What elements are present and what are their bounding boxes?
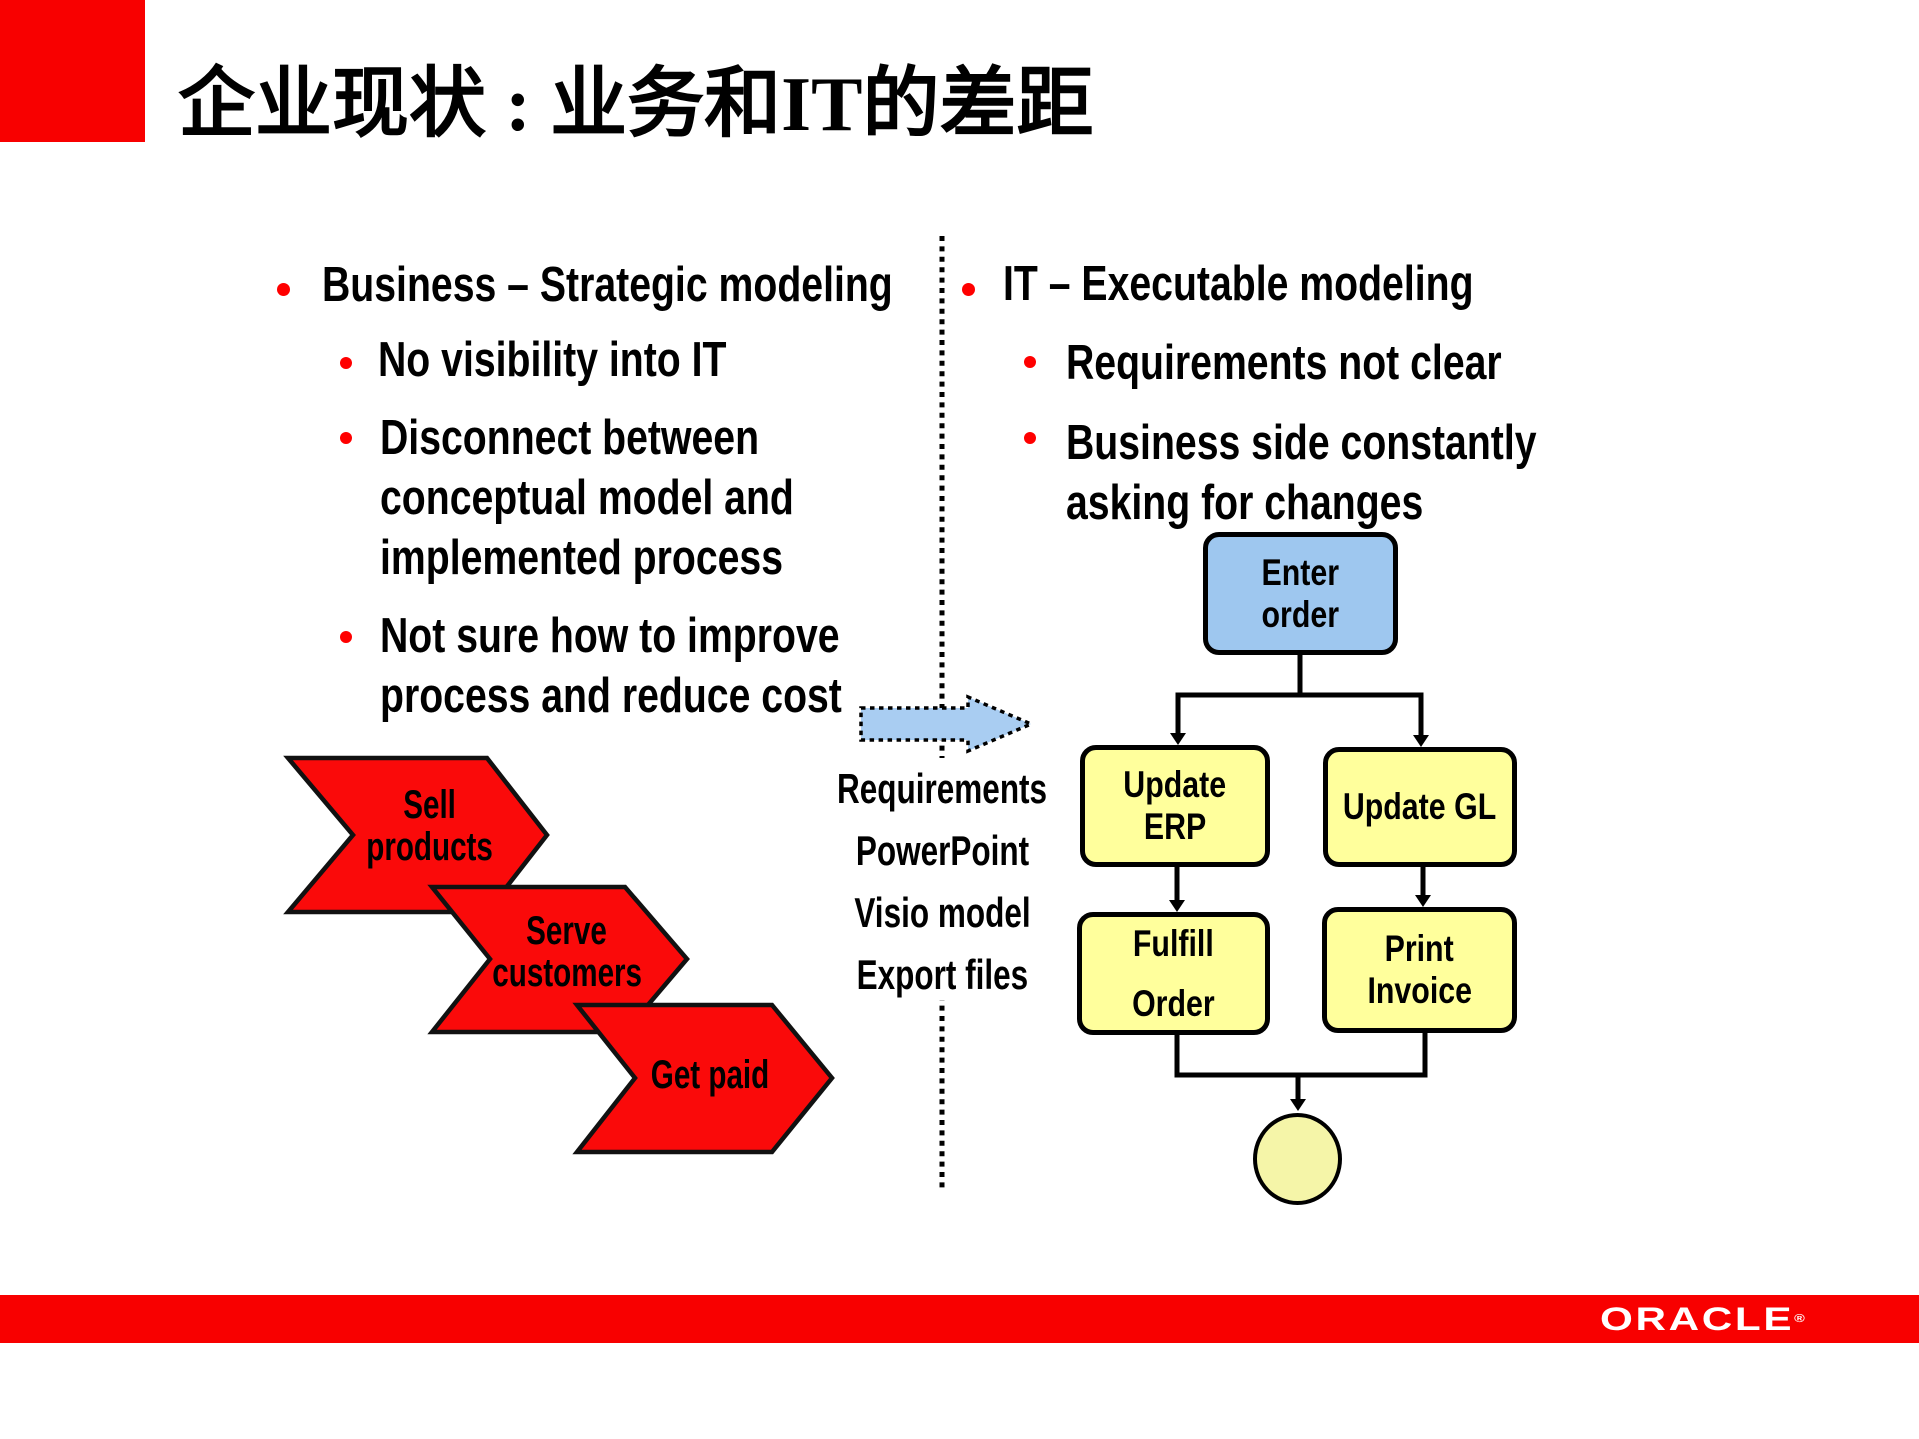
artifact-label-export: Export files — [856, 951, 1029, 998]
oracle-logo-text: ORACLE — [1600, 1300, 1795, 1337]
chevron-get-paid — [572, 1002, 835, 1155]
artifact-label-visio: Visio model — [854, 889, 1031, 936]
flow-box-update-erp: Update ERP — [1080, 745, 1270, 867]
arrowhead-fulfill — [1169, 900, 1185, 912]
title-accent-square — [0, 0, 145, 142]
chevrons — [283, 755, 835, 1155]
chevron-label-serve-customers: Serve customers — [492, 909, 643, 995]
arrowhead-update-gl — [1413, 735, 1429, 747]
right-heading: IT – Executable modeling — [1003, 257, 1474, 311]
flow-box-update-gl: Update GL — [1323, 747, 1517, 867]
flow-box-print-invoice: Print Invoice — [1322, 907, 1517, 1033]
arrowhead-update-erp — [1170, 733, 1186, 745]
chevron-label-get-paid: Get paid — [650, 1053, 770, 1097]
artifact-label-powerpoint: PowerPoint — [855, 827, 1030, 874]
registered-mark: ® — [1794, 1313, 1808, 1325]
bullet-dot — [962, 283, 975, 296]
flow-box-fulfill-order: Fulfill Order — [1077, 912, 1270, 1035]
left-item-1: No visibility into IT — [378, 333, 727, 387]
artifact-labels: Requirements PowerPoint Visio model Expo… — [790, 758, 1095, 1000]
footer-bar — [0, 1295, 1919, 1343]
flow-end-circle — [1253, 1113, 1342, 1205]
bullet-dot — [340, 357, 352, 369]
bullet-dot — [277, 283, 290, 296]
flow-box-enter-order: Enter order — [1203, 532, 1398, 655]
bullet-dot — [340, 631, 352, 643]
flow-arrowheads — [1169, 733, 1431, 1111]
requirements-flow-arrow — [859, 694, 1036, 754]
arrowhead-circle — [1290, 1099, 1306, 1111]
oracle-logo: ORACLE® — [1600, 1295, 1808, 1343]
arrowhead-print — [1415, 895, 1431, 907]
right-item-1: Requirements not clear — [1066, 336, 1502, 390]
flow-connectors — [1174, 655, 1428, 1100]
bullet-dot — [1024, 356, 1036, 368]
bullet-dot — [340, 432, 352, 444]
left-heading: Business – Strategic modeling — [322, 258, 893, 312]
left-item-2: Disconnect between conceptual model and … — [380, 411, 794, 585]
chevron-label-sell-products: Sell products — [366, 783, 494, 869]
slide-title: 企业现状 : 业务和IT的差距 — [178, 61, 1094, 147]
artifact-label-requirements: Requirements — [837, 765, 1048, 812]
left-item-3: Not sure how to improve process and redu… — [380, 609, 842, 723]
bullet-dot — [1024, 432, 1036, 444]
right-item-2: Business side constantly asking for chan… — [1066, 416, 1537, 530]
